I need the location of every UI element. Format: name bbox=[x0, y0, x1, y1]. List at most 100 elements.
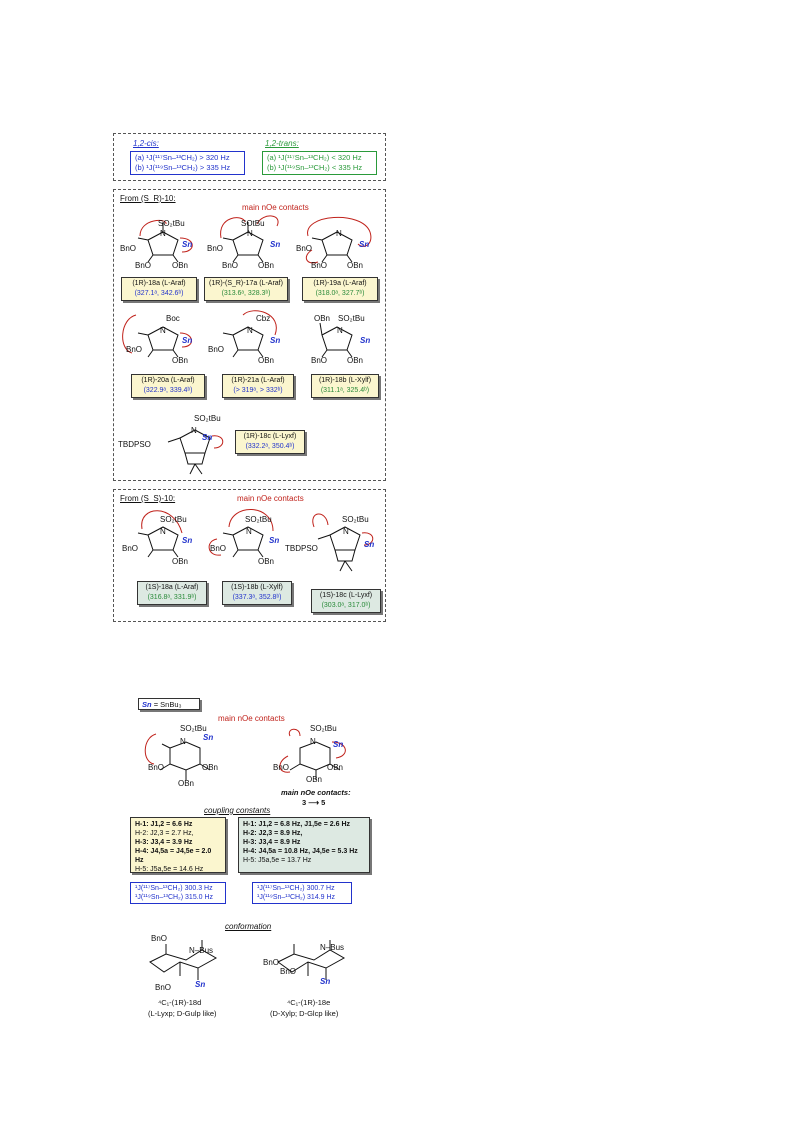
r17a-sotbu: SOtBu bbox=[241, 219, 265, 228]
r18a-n: N bbox=[160, 229, 166, 238]
r19a-bno1: BnO bbox=[296, 244, 313, 253]
panel-ss-header: From (S_S)-10: bbox=[120, 494, 176, 503]
r18a-bno1: BnO bbox=[120, 244, 137, 253]
contacts-arrow: 3 ⟶ 5 bbox=[302, 798, 326, 807]
d-so2tbu: SO₂tBu bbox=[180, 724, 207, 733]
e-so2tbu: SO₂tBu bbox=[310, 724, 337, 733]
r21a-obn: OBn bbox=[258, 356, 275, 365]
s18c-n: N bbox=[343, 527, 349, 536]
chair-e-sn: Sn bbox=[320, 977, 331, 986]
cbox-s18c: (1S)-18c (L-Lyxf)(303.0ᵃ, 317.0ᵇ) bbox=[311, 589, 381, 613]
r21a-n: N bbox=[247, 326, 253, 335]
cbox-r18c: (1R)-18c (L-Lyxf)(332.2ᵃ, 350.4ᵇ) bbox=[235, 430, 305, 454]
s18b-so2tbu: SO₂tBu bbox=[245, 515, 272, 524]
coupling-title: coupling constants bbox=[204, 806, 271, 815]
cbox-r19a: (1R)-19a (L-Araf)(318.0ᵃ, 327.7ᵇ) bbox=[302, 277, 378, 301]
r18a-so2tbu: SO₂tBu bbox=[158, 219, 185, 228]
panel-sr-header: From (S_R)-10: bbox=[120, 194, 176, 203]
cbox-s18b: (1S)-18b (L-Xylf)(337.3ᵃ, 352.8ᵇ) bbox=[222, 581, 292, 605]
r18a-sn: Sn bbox=[182, 240, 193, 249]
structure-18b-r bbox=[319, 322, 353, 358]
e-bno: BnO bbox=[273, 763, 290, 772]
cis-line-a: (a) ¹J(¹¹⁷Sn–¹³CH₂) > 320 Hz bbox=[135, 153, 230, 162]
structure-18c-s bbox=[312, 513, 374, 572]
r17a-bno2: BnO bbox=[222, 261, 239, 270]
chair-d-sn: Sn bbox=[195, 980, 206, 989]
panel-ss bbox=[113, 489, 386, 622]
contacts-sub: main nOe contacts: bbox=[281, 788, 351, 797]
sn-legend-text: = SnBu₃ bbox=[153, 700, 182, 709]
r18b-so2tbu: SO₂tBu bbox=[338, 314, 365, 323]
conf-right-name: ⁴C₁-(1R)-18e bbox=[287, 998, 331, 1007]
structure-18d bbox=[144, 733, 211, 780]
e-n: N bbox=[310, 737, 316, 746]
r18c-tbdpso: TBDPSO bbox=[118, 440, 151, 449]
r18b-obn1: OBn bbox=[314, 314, 331, 323]
cis-box: (a) ¹J(¹¹⁷Sn–¹³CH₂) > 320 Hz (b) ¹J(¹¹⁹S… bbox=[130, 151, 245, 175]
r18c-n: N bbox=[191, 426, 197, 435]
s18a-sn: Sn bbox=[182, 536, 193, 545]
r17a-sn: Sn bbox=[270, 240, 281, 249]
structure-18a-r bbox=[137, 219, 193, 263]
chair-e-bus: N–Bus bbox=[320, 943, 345, 952]
structure-20a-r bbox=[122, 314, 192, 358]
e-sn: Sn bbox=[333, 740, 344, 749]
r18c-sn: Sn bbox=[202, 433, 213, 442]
s18b-obn: OBn bbox=[258, 557, 275, 566]
cis-title: 1,2-cis: bbox=[133, 139, 159, 148]
s18c-so2tbu: SO₂tBu bbox=[342, 515, 369, 524]
r19a-bno2: BnO bbox=[311, 261, 328, 270]
r20a-bno: BnO bbox=[126, 345, 143, 354]
s18a-n: N bbox=[160, 527, 166, 536]
d-bno: BnO bbox=[148, 763, 165, 772]
chair-d-bno2: BnO bbox=[155, 983, 172, 992]
conf-left-name: ⁴C₁-(1R)-18d bbox=[158, 998, 202, 1007]
cbox-r18b: (1R)-18b (L-Xylf)(311.1ᵃ, 325.4ᵇ) bbox=[311, 374, 379, 398]
d-obn2: OBn bbox=[178, 779, 195, 788]
chair-d-bno1: BnO bbox=[151, 934, 168, 943]
chair-d-bus: N–Bus bbox=[189, 946, 214, 955]
sn-legend-box: Sn = SnBu₃ bbox=[138, 698, 200, 710]
conf-right-sub: (D-Xylp; D-Glcp like) bbox=[270, 1009, 339, 1018]
structure-18a-s bbox=[137, 510, 183, 558]
legend-panel bbox=[113, 133, 386, 181]
nmr-left: H-1: J1,2 = 6.6 Hz H-2: J2,3 = 2.7 Hz, H… bbox=[130, 817, 226, 873]
d-n: N bbox=[180, 737, 186, 746]
panel-sr bbox=[113, 189, 386, 481]
cbox-s18a: (1S)-18a (L-Araf)(316.8ᵃ, 331.9ᵇ) bbox=[137, 581, 207, 605]
r18c-so2tbu: SO₂tBu bbox=[194, 414, 221, 423]
r17a-n: N bbox=[247, 229, 253, 238]
cis-line-b: (b) ¹J(¹¹⁹Sn–¹³CH₂) > 335 Hz bbox=[135, 163, 231, 172]
conf-left-sub: (L-Lyxp; D-Gulp like) bbox=[148, 1009, 217, 1018]
s18a-obn: OBn bbox=[172, 557, 189, 566]
sn-legend-symbol: Sn bbox=[142, 700, 152, 709]
chair-18d bbox=[149, 940, 218, 980]
panel-ss-contacts-label: main nOe contacts bbox=[237, 494, 304, 503]
r20a-boc: Boc bbox=[166, 314, 180, 323]
r18b-obn2: OBn bbox=[347, 356, 364, 365]
structure-21a-r bbox=[222, 310, 277, 358]
r18b-n: N bbox=[337, 326, 343, 335]
structure-18c-r bbox=[167, 429, 224, 475]
structure-19a-r bbox=[305, 216, 372, 264]
e-obn1: OBn bbox=[327, 763, 344, 772]
r21a-cbz: Cbz bbox=[256, 314, 271, 323]
cbox-r21a: (1R)-21a (L-Araf)(> 319ᵃ, > 332ᵇ) bbox=[222, 374, 294, 398]
d-obn1: OBn bbox=[202, 763, 219, 772]
nmr-right: H-1: J1,2 = 6.8 Hz, J1,5e = 2.6 Hz H-2: … bbox=[238, 817, 370, 873]
r19a-n: N bbox=[336, 229, 342, 238]
r18b-bno: BnO bbox=[311, 356, 328, 365]
r19a-obn: OBn bbox=[347, 261, 364, 270]
r17a-obn: OBn bbox=[258, 261, 275, 270]
trans-title: 1,2-trans: bbox=[265, 139, 299, 148]
cbox-r20a: (1R)-20a (L-Araf)(322.9ᵃ, 339.4ᵇ) bbox=[131, 374, 205, 398]
conformation-title: conformation bbox=[225, 922, 272, 931]
s18b-n: N bbox=[246, 527, 252, 536]
r17a-bno1: BnO bbox=[207, 244, 224, 253]
s18b-sn: Sn bbox=[269, 536, 280, 545]
r20a-sn: Sn bbox=[182, 336, 193, 345]
r20a-obn: OBn bbox=[172, 356, 189, 365]
structure-18e bbox=[279, 728, 346, 780]
six-contacts-label: main nOe contacts bbox=[218, 714, 285, 723]
r18a-bno2: BnO bbox=[135, 261, 152, 270]
